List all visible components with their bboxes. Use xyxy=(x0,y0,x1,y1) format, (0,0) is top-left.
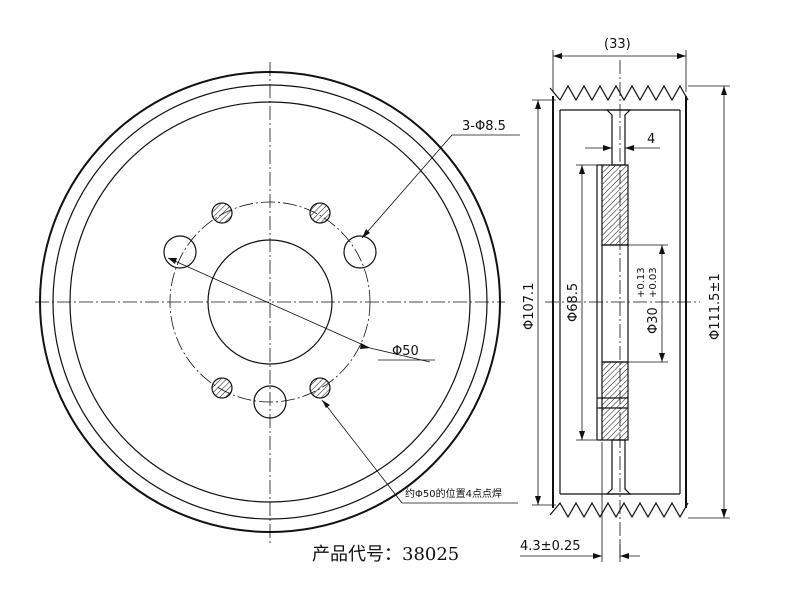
side-view: (33) 4 Φ107.1 Φ68.5 Φ30 +0.13 +0.03 xyxy=(520,37,730,562)
top-groove-profile xyxy=(549,84,689,102)
dim-arrow xyxy=(553,53,562,59)
dim-arrow xyxy=(625,145,634,151)
dim-d68-label: Φ68.5 xyxy=(566,283,581,322)
dim-arrow xyxy=(593,553,602,559)
center-bore-circle xyxy=(207,239,333,365)
dim-d107-label: Φ107.1 xyxy=(522,283,537,330)
dim-d30-label: Φ30 xyxy=(646,307,661,334)
dim-width-label: (33) xyxy=(604,37,631,52)
dim-arrow xyxy=(535,496,541,505)
weld-label: 约Φ50的位置4点点焊 xyxy=(405,487,502,500)
dim-arrow xyxy=(579,165,585,174)
hub-section-top xyxy=(601,164,629,246)
dim-arrow xyxy=(721,86,727,95)
dim-arrow xyxy=(677,53,686,59)
dim-arrow xyxy=(659,353,665,362)
dim-d30-tol-lower: +0.03 xyxy=(648,267,659,298)
mounting-hole xyxy=(343,235,377,269)
rim-groove-circle xyxy=(69,101,471,503)
weld-spot xyxy=(211,377,233,399)
dim-d111-label: Φ111.5±1 xyxy=(708,273,723,340)
dim-offset-label: 4.3±0.25 xyxy=(520,539,581,554)
holes-leader xyxy=(361,134,453,239)
pcd-arrow xyxy=(168,258,177,264)
pcd-arrow xyxy=(360,343,370,349)
web-top xyxy=(605,109,632,166)
mounting-hole xyxy=(163,235,197,269)
weld-spot xyxy=(309,202,331,224)
dim-arrow xyxy=(620,553,629,559)
dim-arrow xyxy=(721,509,727,518)
front-view: 3-Φ8.5 Φ50 约Φ50的位置4点点焊 xyxy=(35,62,520,545)
weld-spot xyxy=(211,202,233,224)
outer-rim-circle xyxy=(39,71,501,533)
dim-arrow xyxy=(579,431,585,440)
dim-arrow xyxy=(535,100,541,109)
product-code: 产品代号：38025 xyxy=(312,544,459,565)
dim-d30-tol-upper: +0.13 xyxy=(636,267,647,298)
mounting-hole xyxy=(253,385,287,419)
pcd-leader xyxy=(167,257,371,349)
pitch-circle xyxy=(169,201,371,403)
bottom-groove-profile xyxy=(549,501,689,519)
holes-leader-arrow xyxy=(362,229,370,238)
pcd-label: Φ50 xyxy=(392,344,419,359)
weld-arrow xyxy=(322,400,330,408)
hub-section-bottom xyxy=(601,361,629,441)
web-bottom xyxy=(605,439,632,495)
dim-arrow xyxy=(659,245,665,254)
weld-spot xyxy=(309,377,331,399)
rim-inner-circle xyxy=(52,84,488,520)
holes-label: 3-Φ8.5 xyxy=(462,119,506,134)
dim-web-label: 4 xyxy=(647,132,655,147)
dim-arrow xyxy=(603,145,612,151)
weld-leader xyxy=(321,399,403,504)
